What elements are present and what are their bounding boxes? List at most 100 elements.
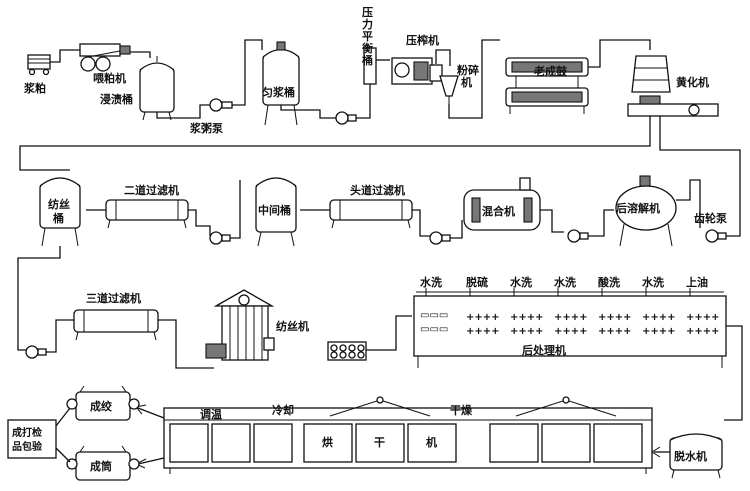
pipe-gear-post [676,179,701,228]
pump-6 [25,345,47,359]
label-post-treat: 后处理机 [522,343,566,357]
post-treatment-machine [413,295,727,368]
arrow-bobbin-pack [55,447,71,463]
arrow-to-skein [137,407,165,419]
pipe-press-crusher [435,49,451,66]
label-pack: 成打检品包验 [12,426,43,453]
svg-text:++++: ++++ [554,312,588,323]
label-mixer: 混合机 [482,204,515,218]
pump-2 [335,111,357,125]
skein-machine [66,385,140,421]
label-yellow: 黄化机 [676,75,709,89]
gear-pump [705,229,727,243]
label-steep: 浸渍桶 [100,92,133,106]
label-oil: 上油 [686,275,708,289]
crusher [439,75,459,104]
label-spinning: 纺丝机 [276,319,309,333]
svg-text:++++: ++++ [686,312,720,323]
svg-text:++++: ++++ [510,326,544,337]
pipe-row1-row2 [19,116,651,171]
second-filter [105,199,189,229]
label-wash1: 水洗 [420,275,442,289]
label-first-filter: 头道过滤机 [350,183,405,197]
svg-text:▭▭▭: ▭▭▭ [420,324,448,335]
label-conditioning: 调温 [200,407,222,421]
label-second-filter: 二道过滤机 [124,183,179,197]
svg-text:++++: ++++ [510,312,544,323]
label-wash3: 水洗 [554,275,576,289]
label-drying: 干燥 [450,403,473,417]
label-desulf: 脱硫 [466,275,488,289]
svg-text:▭▭▭: ▭▭▭ [420,310,448,321]
label-cooling: 冷却 [272,403,294,417]
tow-conveyor [327,341,367,361]
pump-5 [567,229,589,243]
label-roller: 喂粕机 [93,71,126,85]
pipe-pulp-roller [50,49,80,63]
treatment-sprays: ▭▭▭ ▭▭▭ ++++ ++++ ++++ ++++ ++++ ++++ ++… [416,288,724,337]
bobbin-machine [66,445,140,481]
svg-text:++++: ++++ [642,326,676,337]
label-dryer-g: 干 [374,436,385,449]
pipe-mid-pump3 [230,180,241,239]
spinning-machine [205,289,275,361]
label-dryer-h: 烘 [322,435,333,449]
pump-3 [209,231,231,245]
label-skein: 成绞 [90,399,112,413]
label-pulp: 浆粕 [24,81,46,95]
pipe-pump5-post [588,209,614,237]
label-dewater: 脱水机 [674,449,707,463]
arrow-to-bobbin [137,457,165,465]
packing-station [7,419,57,459]
press-machine [391,57,443,85]
label-press-balance: 压力平衡桶 [361,5,373,67]
label-slurry-pump: 浆粥泵 [190,121,223,135]
pipe-mixer-pump4 [450,220,463,239]
label-dryer-j: 机 [426,435,437,449]
svg-text:++++: ++++ [598,312,632,323]
pump-4 [429,231,451,245]
post-dissolver [615,175,677,247]
svg-text:++++: ++++ [686,326,720,337]
label-third-filter: 三道过滤机 [86,291,141,305]
label-post-dissolve: 后溶解机 [616,201,660,215]
roller-feeder [79,43,131,72]
arrow-skein-pack [55,407,71,427]
slurry-pump [209,98,233,112]
label-acid: 酸洗 [598,275,620,289]
intermediate-tank [255,177,297,247]
pipe-yellow-gear [659,116,741,237]
pressure-balance-tank [363,47,377,85]
svg-text:++++: ++++ [642,312,676,323]
pipe-roller-steep [130,51,151,58]
pulp-cart [27,54,51,76]
label-mid-tank: 中间桶 [258,203,291,217]
label-homog: 匀浆桶 [262,85,295,99]
pipe-pump4-filter1 [412,209,430,237]
pipe-mixer-pump5 [540,209,564,233]
pipe-tow-posttreat [366,315,412,351]
spinning-tank [39,177,81,247]
label-wash4: 水洗 [642,275,664,289]
pipe-row2-row3 [17,246,61,351]
svg-text:++++: ++++ [554,326,588,337]
pipe-pump6-filter3 [46,319,74,353]
label-wash2: 水洗 [510,275,532,289]
label-gear-pump: 齿轮泵 [694,211,727,225]
label-bobbin: 成筒 [90,459,112,473]
mixer-tank [463,177,541,231]
first-filter [329,199,413,229]
svg-text:++++: ++++ [598,326,632,337]
svg-text:++++: ++++ [466,312,500,323]
third-filter [73,309,159,341]
aging-drum [505,57,589,114]
label-crusher: 粉碎机 [457,63,479,89]
svg-text:++++: ++++ [466,326,500,337]
homogenizing-tank [262,41,300,126]
pipe-pump3-filter2 [188,209,211,236]
pipe-crusher-aging [448,39,500,119]
label-press: 压榨机 [406,33,439,47]
pipe-posttreat-dewater [724,325,743,421]
xanthator [627,55,719,117]
